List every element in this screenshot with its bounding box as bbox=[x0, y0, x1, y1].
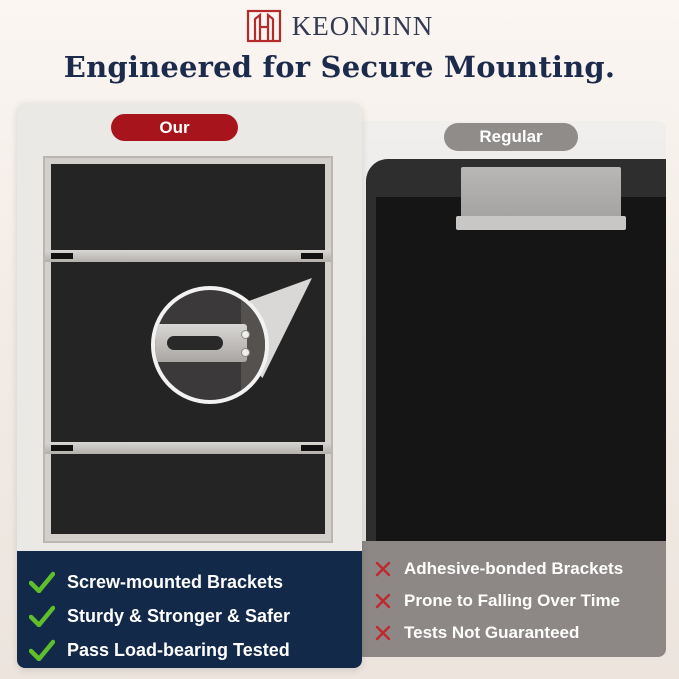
our-card: Our Screw-mounted Brackets Sturdy & Stro… bbox=[17, 103, 362, 668]
check-icon bbox=[29, 571, 55, 593]
our-feature-text: Sturdy & Stronger & Safer bbox=[67, 605, 291, 626]
regular-feature-list: Adhesive-bonded Brackets Prone to Fallin… bbox=[356, 541, 666, 657]
regular-bracket-photo: Regular bbox=[356, 121, 666, 554]
x-icon bbox=[375, 625, 391, 641]
rail-slot bbox=[301, 445, 323, 451]
screw-icon bbox=[241, 330, 250, 339]
list-item: Pass Load-bearing Tested bbox=[29, 633, 362, 667]
brand-header: KEONJINN bbox=[0, 8, 679, 44]
x-icon bbox=[375, 561, 391, 577]
regular-feature-text: Adhesive-bonded Brackets bbox=[404, 559, 624, 578]
zoom-bracket-slot bbox=[167, 336, 223, 350]
adhesive-bracket bbox=[461, 167, 621, 223]
rail-slot bbox=[51, 445, 73, 451]
adhesive-bracket-lip bbox=[456, 216, 626, 230]
list-item: Sturdy & Stronger & Safer bbox=[29, 599, 362, 633]
screw-bracket-zoom bbox=[151, 286, 269, 404]
check-icon bbox=[29, 605, 55, 627]
regular-card: Regular Adhesive-bonded Brackets Prone t… bbox=[356, 121, 666, 657]
list-item: Screw-mounted Brackets bbox=[29, 565, 362, 599]
regular-feature-text: Tests Not Guaranteed bbox=[404, 623, 580, 642]
mirror-panel-top bbox=[51, 164, 325, 250]
our-feature-text: Screw-mounted Brackets bbox=[67, 571, 284, 592]
screw-icon bbox=[241, 348, 250, 357]
our-label: Our bbox=[111, 114, 238, 141]
bracket-rail-top bbox=[45, 250, 331, 262]
check-icon bbox=[29, 639, 55, 661]
mirror-panel-bottom bbox=[51, 454, 325, 534]
x-icon bbox=[375, 593, 391, 609]
our-feature-list: Screw-mounted Brackets Sturdy & Stronger… bbox=[17, 551, 362, 668]
our-mirror-frame bbox=[43, 156, 333, 543]
bracket-rail-bottom bbox=[45, 442, 331, 454]
rail-slot bbox=[301, 253, 323, 259]
regular-feature-text: Prone to Falling Over Time bbox=[404, 591, 621, 610]
rail-slot bbox=[51, 253, 73, 259]
brand-name: KEONJINN bbox=[291, 10, 434, 41]
regular-label: Regular bbox=[444, 123, 578, 151]
list-item: Adhesive-bonded Brackets bbox=[374, 553, 666, 585]
our-feature-text: Pass Load-bearing Tested bbox=[67, 639, 290, 660]
page-title: Engineered for Secure Mounting. bbox=[63, 50, 616, 84]
keonjinn-logo-icon bbox=[246, 9, 281, 43]
list-item: Tests Not Guaranteed bbox=[374, 617, 666, 649]
list-item: Prone to Falling Over Time bbox=[374, 585, 666, 617]
regular-tv-screen bbox=[376, 197, 666, 552]
